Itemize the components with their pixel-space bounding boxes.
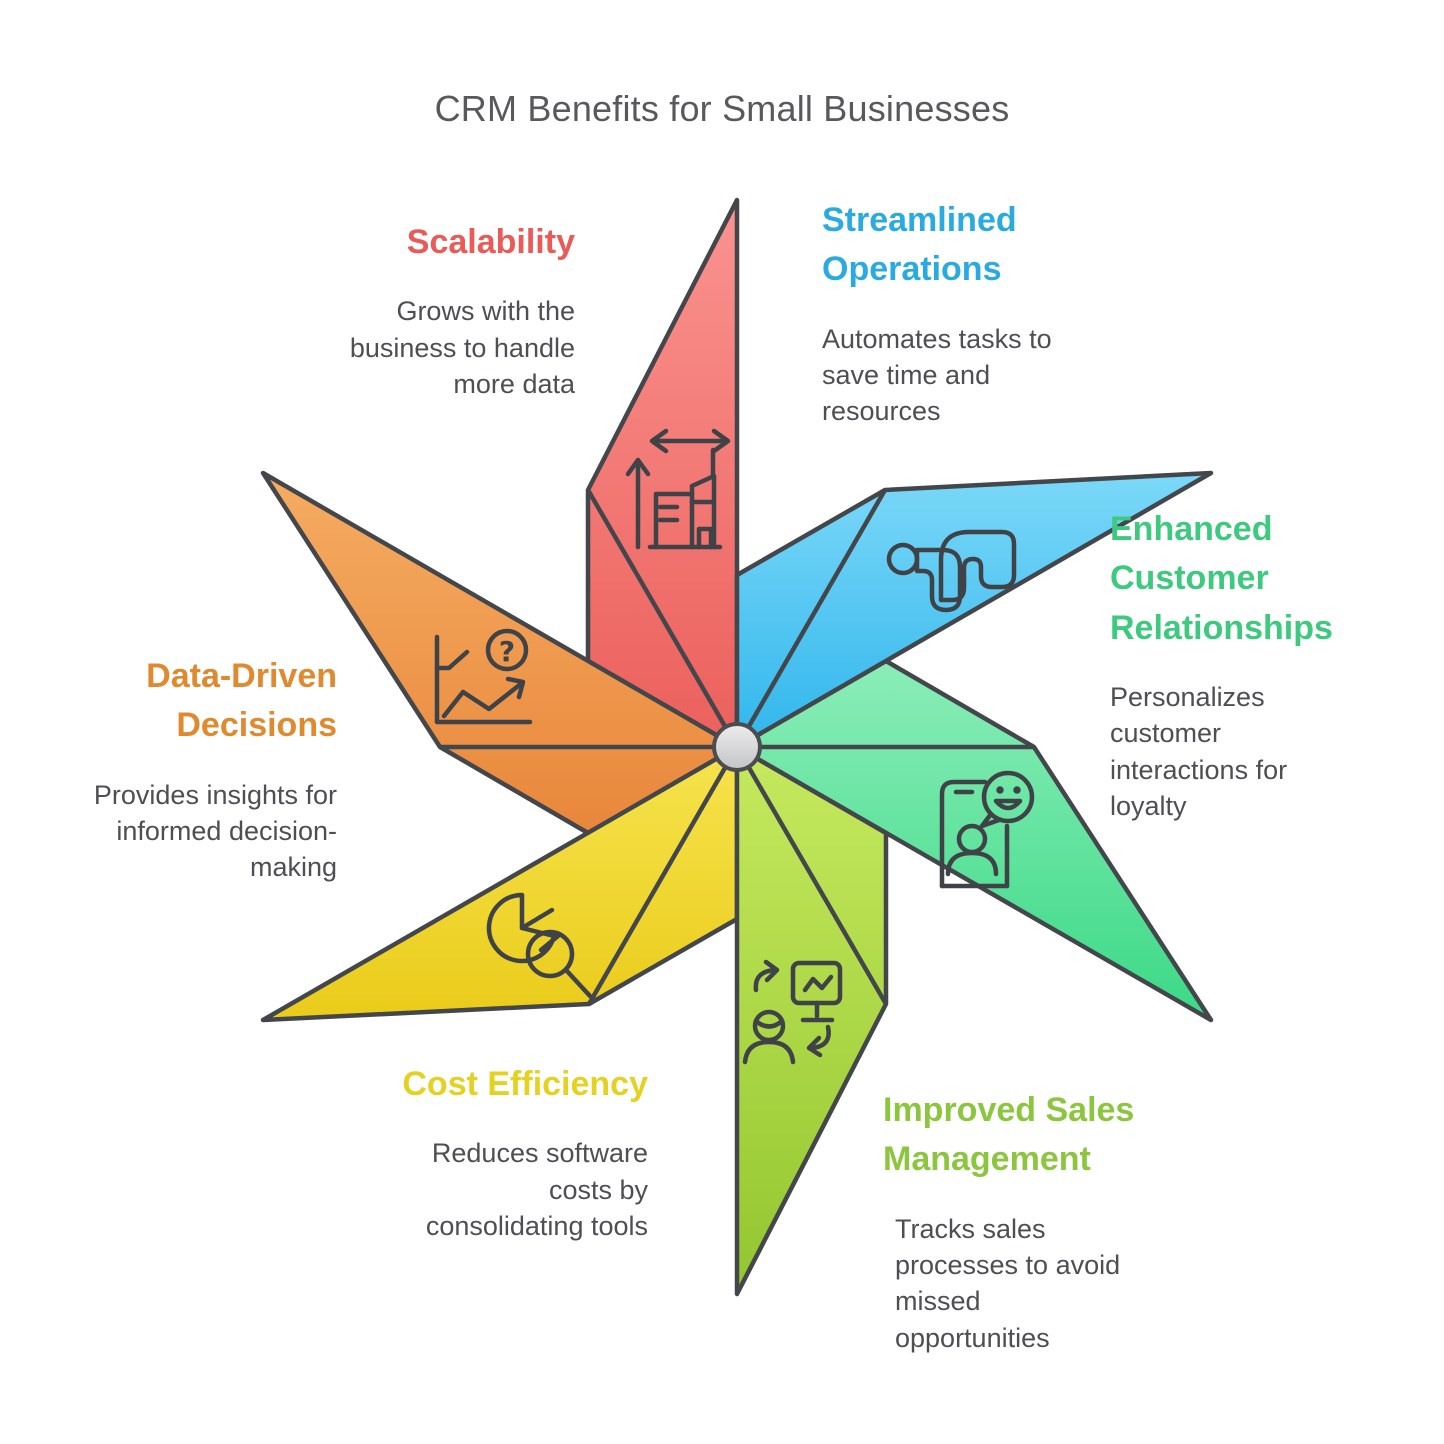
section-cost-efficiency: Cost Efficiency Reduces software costs b… (348, 1060, 648, 1245)
section-description: Tracks sales processes to avoid missed o… (895, 1213, 1121, 1353)
section-improved-sales-management: Improved Sales Management Tracks sales p… (883, 1086, 1193, 1356)
building-expand-icon (625, 428, 731, 550)
workflow-arrows-icon (886, 529, 1017, 613)
section-streamlined-operations: Streamlined Operations Automates tasks t… (822, 196, 1122, 430)
pie-chart-magnifier-icon (486, 892, 593, 999)
svg-text:?: ? (499, 635, 515, 668)
section-heading: Scalability (406, 223, 575, 261)
section-description: Grows with the business to handle more d… (349, 296, 575, 400)
phone-smiley-chat-icon (939, 770, 1035, 889)
pinwheel-hub (712, 722, 762, 772)
section-description: Provides insights for informed decision-… (93, 779, 337, 883)
section-enhanced-customer-relationships: Enhanced Customer Relationships Personal… (1110, 505, 1360, 825)
section-heading: Streamlined Operations (822, 201, 1017, 289)
section-scalability: Scalability Grows with the business to h… (315, 218, 575, 403)
section-description: Reduces software costs by consolidating … (425, 1138, 648, 1242)
section-data-driven-decisions: Data-Driven Decisions Provides insights … (47, 652, 337, 886)
section-heading: Data-Driven Decisions (146, 657, 337, 745)
section-heading: Improved Sales Management (883, 1091, 1135, 1179)
section-description: Personalizes customer interactions for l… (1110, 681, 1288, 822)
section-heading: Cost Efficiency (402, 1065, 648, 1103)
page-title: CRM Benefits for Small Businesses (434, 88, 1010, 129)
section-heading: Enhanced Customer Relationships (1110, 510, 1333, 647)
person-monitor-sync-icon (742, 959, 843, 1065)
blade-streamlined-operations (734, 470, 1214, 750)
section-description: Automates tasks to save time and resourc… (822, 323, 1052, 427)
chart-question-icon: ? (434, 628, 533, 725)
